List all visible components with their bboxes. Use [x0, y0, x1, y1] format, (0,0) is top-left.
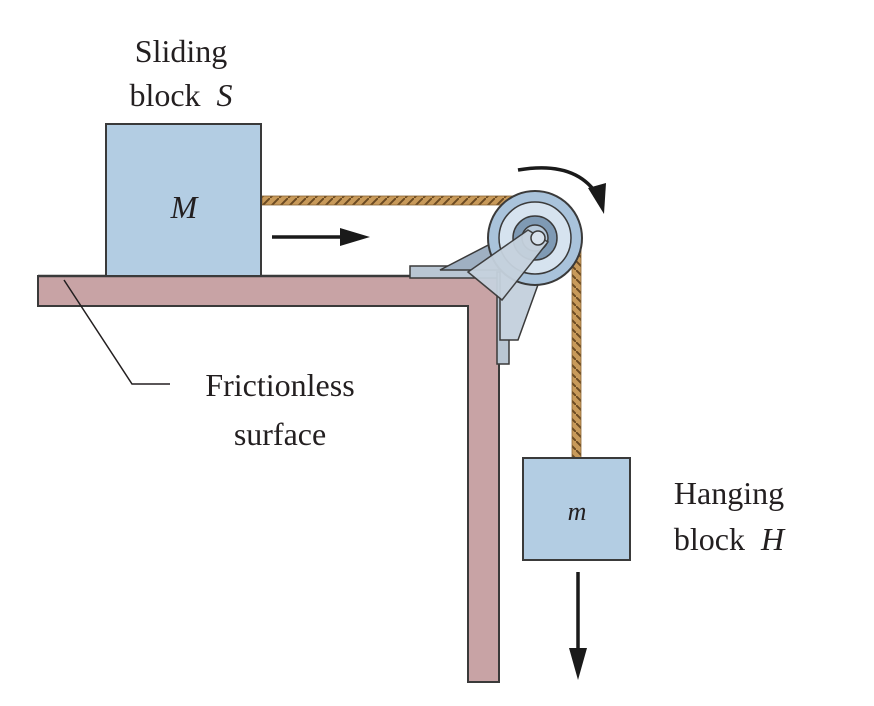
sliding-block-word: block [129, 77, 200, 113]
arrow-right-icon [272, 228, 370, 246]
hanging-block-word: block [674, 521, 745, 557]
hanging-block-title-line1: Hanging [674, 475, 784, 511]
sliding-block-title-line1: Sliding [135, 33, 227, 69]
hanging-block-title-line2: block H [674, 521, 786, 557]
frictionless-label-line1: Frictionless [205, 367, 354, 403]
sliding-block-title-line2: block S [129, 77, 232, 113]
table [37, 274, 500, 683]
arrow-down-icon [569, 572, 587, 680]
bracket-arm-over-axle [466, 229, 550, 302]
pulley-axle [530, 230, 546, 246]
hanging-block [522, 457, 631, 561]
hanging-block-mass-label: m [568, 497, 587, 526]
arrow-clockwise-icon [517, 166, 606, 214]
sliding-block-mass-label: M [170, 189, 200, 225]
sliding-block-var: S [217, 77, 233, 113]
table-body [37, 275, 500, 683]
frictionless-leader-line [63, 279, 170, 385]
hanging-block-var: H [760, 521, 786, 557]
rope-vertical [571, 239, 582, 461]
sliding-block [105, 123, 262, 277]
rope-horizontal [261, 195, 527, 206]
frictionless-label-line2: surface [234, 416, 326, 452]
